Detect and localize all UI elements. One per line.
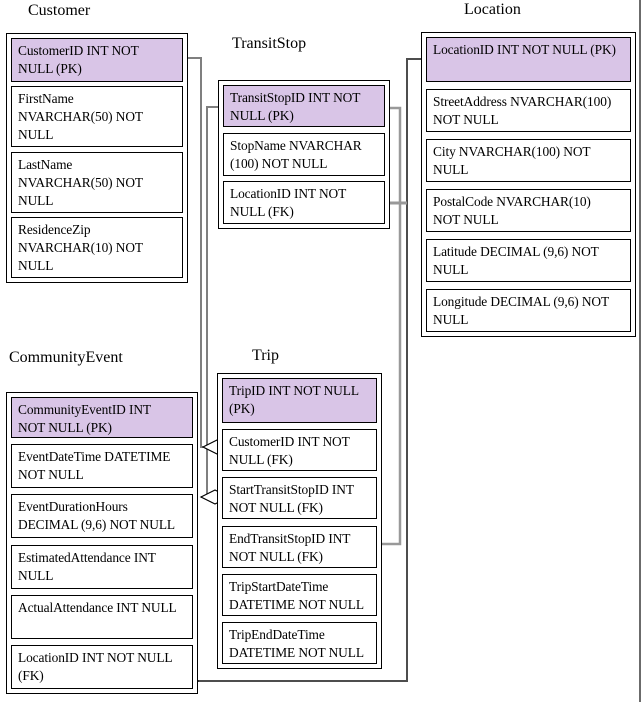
- entity-title-communityevent: CommunityEvent: [9, 349, 123, 366]
- entity-title-location: Location: [464, 1, 521, 18]
- entity-title-trip: Trip: [252, 347, 279, 364]
- attr-location-row-2: City NVARCHAR(100) NOT NULL: [426, 139, 631, 182]
- attr-customer-row-3: ResidenceZip NVARCHAR(10) NOT NULL: [11, 216, 183, 278]
- attr-location-row-4: Latitude DECIMAL (9,6) NOT NULL: [426, 239, 631, 282]
- attr-transitstop-row-1: StopName NVARCHAR (100) NOT NULL: [223, 132, 385, 176]
- attr-communityevent-row-4: ActualAttendance INT NULL: [11, 594, 193, 639]
- attr-trip-row-3: EndTransitStopID INT NOT NULL (FK): [222, 525, 377, 568]
- entity-communityevent: CommunityEventID INT NOT NULL (PK) EventD…: [6, 392, 198, 694]
- relationship-line-transitstop-trip-start: [201, 106, 218, 498]
- entity-title-transitstop: TransitStop: [232, 35, 307, 52]
- attr-location-row-1: StreetAddress NVARCHAR(100) NOT NULL: [426, 89, 631, 132]
- attr-location-row-5: Longitude DECIMAL (9,6) NOT NULL: [426, 289, 631, 332]
- attr-transitstop-pk-header: TransitStopID INT NOT NULL (PK): [223, 85, 385, 127]
- entity-title-customer: Customer: [28, 2, 91, 19]
- attr-communityevent-row-3: EstimatedAttendance INT NULL: [11, 544, 193, 589]
- entity-location: LocationID INT NOT NULL (PK) StreetAddres…: [421, 32, 636, 337]
- entity-transitstop: TransitStopID INT NOT NULL (PK) StopName …: [218, 80, 390, 229]
- attr-location-pk-header: LocationID INT NOT NULL (PK): [426, 37, 631, 82]
- entity-trip: TripID INT NOT NULL (PK) CustomerID INT N…: [217, 373, 382, 669]
- entity-customer: CustomerID INT NOT NULL (PK)FirstName NV…: [6, 33, 188, 283]
- attr-customer-row-1: FirstName NVARCHAR(50) NOT NULL: [11, 86, 183, 148]
- attr-transitstop-row-2: LocationID INT NOT NULL (FK): [223, 181, 385, 224]
- attr-trip-row-2: StartTransitStopID INT NOT NULL (FK): [222, 477, 377, 520]
- attr-trip-row-1: CustomerID INT NOT NULL (FK): [222, 429, 377, 472]
- attr-communityevent-row-1: EventDateTime DATETIME NOT NULL: [11, 444, 193, 489]
- attr-communityevent-row-2: EventDurationHours DECIMAL (9,6) NOT NUL…: [11, 494, 193, 539]
- attr-trip-row-4: TripStartDateTime DATETIME NOT NULL: [222, 573, 377, 616]
- attr-customer-row-2: LastName NVARCHAR(50) NOT NULL: [11, 151, 183, 213]
- relationship-line-customer-trip: [188, 57, 203, 448]
- attr-trip-pk-header: TripID INT NOT NULL (PK): [222, 378, 377, 423]
- attr-communityevent-row-5: LocationID INT NOT NULL (FK): [11, 644, 193, 689]
- attr-location-row-3: PostalCode NVARCHAR(10) NOT NULL: [426, 189, 631, 232]
- attr-customer-pk-header: CustomerID INT NOT NULL (PK): [11, 38, 183, 82]
- attr-communityevent-pk-header: CommunityEventID INT NOT NULL (PK): [11, 397, 193, 438]
- attr-trip-row-5: TripEndDateTime DATETIME NOT NULL: [222, 621, 377, 664]
